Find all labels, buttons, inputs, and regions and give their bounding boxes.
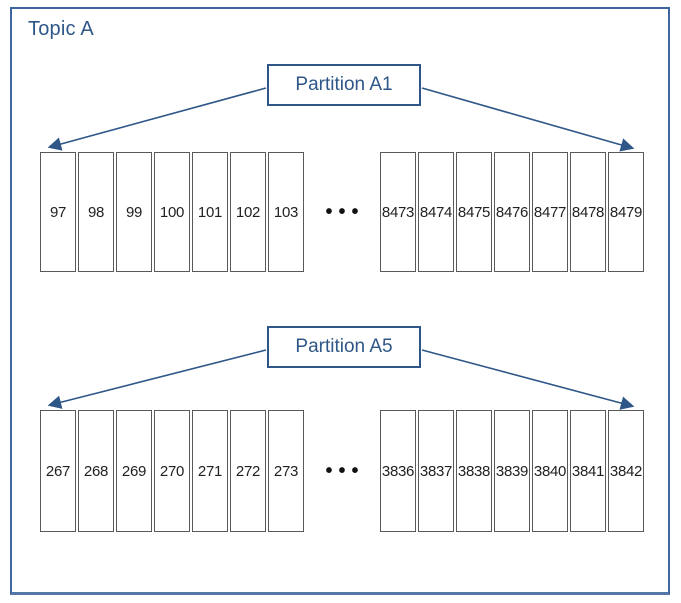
partition-a5-label-box: Partition A5 [267, 326, 421, 368]
log-cell: 271 [192, 410, 228, 532]
log-cell: 269 [116, 410, 152, 532]
log-cell: 8475 [456, 152, 492, 272]
ellipsis-dots: ••• [325, 459, 365, 482]
log-cell: 3837 [418, 410, 454, 532]
log-cell: 267 [40, 410, 76, 532]
topic-container-box [10, 7, 670, 595]
log-cell: 8474 [418, 152, 454, 272]
log-cell: 102 [230, 152, 266, 272]
log-cell: 99 [116, 152, 152, 272]
partition-a5-ellipsis-zone: ••• [304, 410, 380, 532]
log-cell: 8478 [570, 152, 606, 272]
log-cell: 272 [230, 410, 266, 532]
log-cell: 8479 [608, 152, 644, 272]
log-cell: 3838 [456, 410, 492, 532]
partition-a1-label-box: Partition A1 [267, 64, 421, 106]
log-cell: 100 [154, 152, 190, 272]
log-cell: 103 [268, 152, 304, 272]
log-cell: 101 [192, 152, 228, 272]
log-cell: 3839 [494, 410, 530, 532]
log-cell: 3842 [608, 410, 644, 532]
log-cell: 273 [268, 410, 304, 532]
log-cell: 8473 [380, 152, 416, 272]
partition-a1-label: Partition A1 [295, 74, 393, 95]
log-cell: 98 [78, 152, 114, 272]
log-cell: 270 [154, 410, 190, 532]
partition-a1-ellipsis-zone: ••• [304, 152, 380, 272]
log-cell: 3840 [532, 410, 568, 532]
topic-title: Topic A [28, 18, 94, 40]
ellipsis-dots: ••• [325, 200, 365, 223]
log-cell: 8477 [532, 152, 568, 272]
log-cell: 268 [78, 410, 114, 532]
partition-a5-label: Partition A5 [295, 336, 393, 357]
log-cell: 3836 [380, 410, 416, 532]
log-cell: 97 [40, 152, 76, 272]
log-cell: 8476 [494, 152, 530, 272]
log-cell: 3841 [570, 410, 606, 532]
